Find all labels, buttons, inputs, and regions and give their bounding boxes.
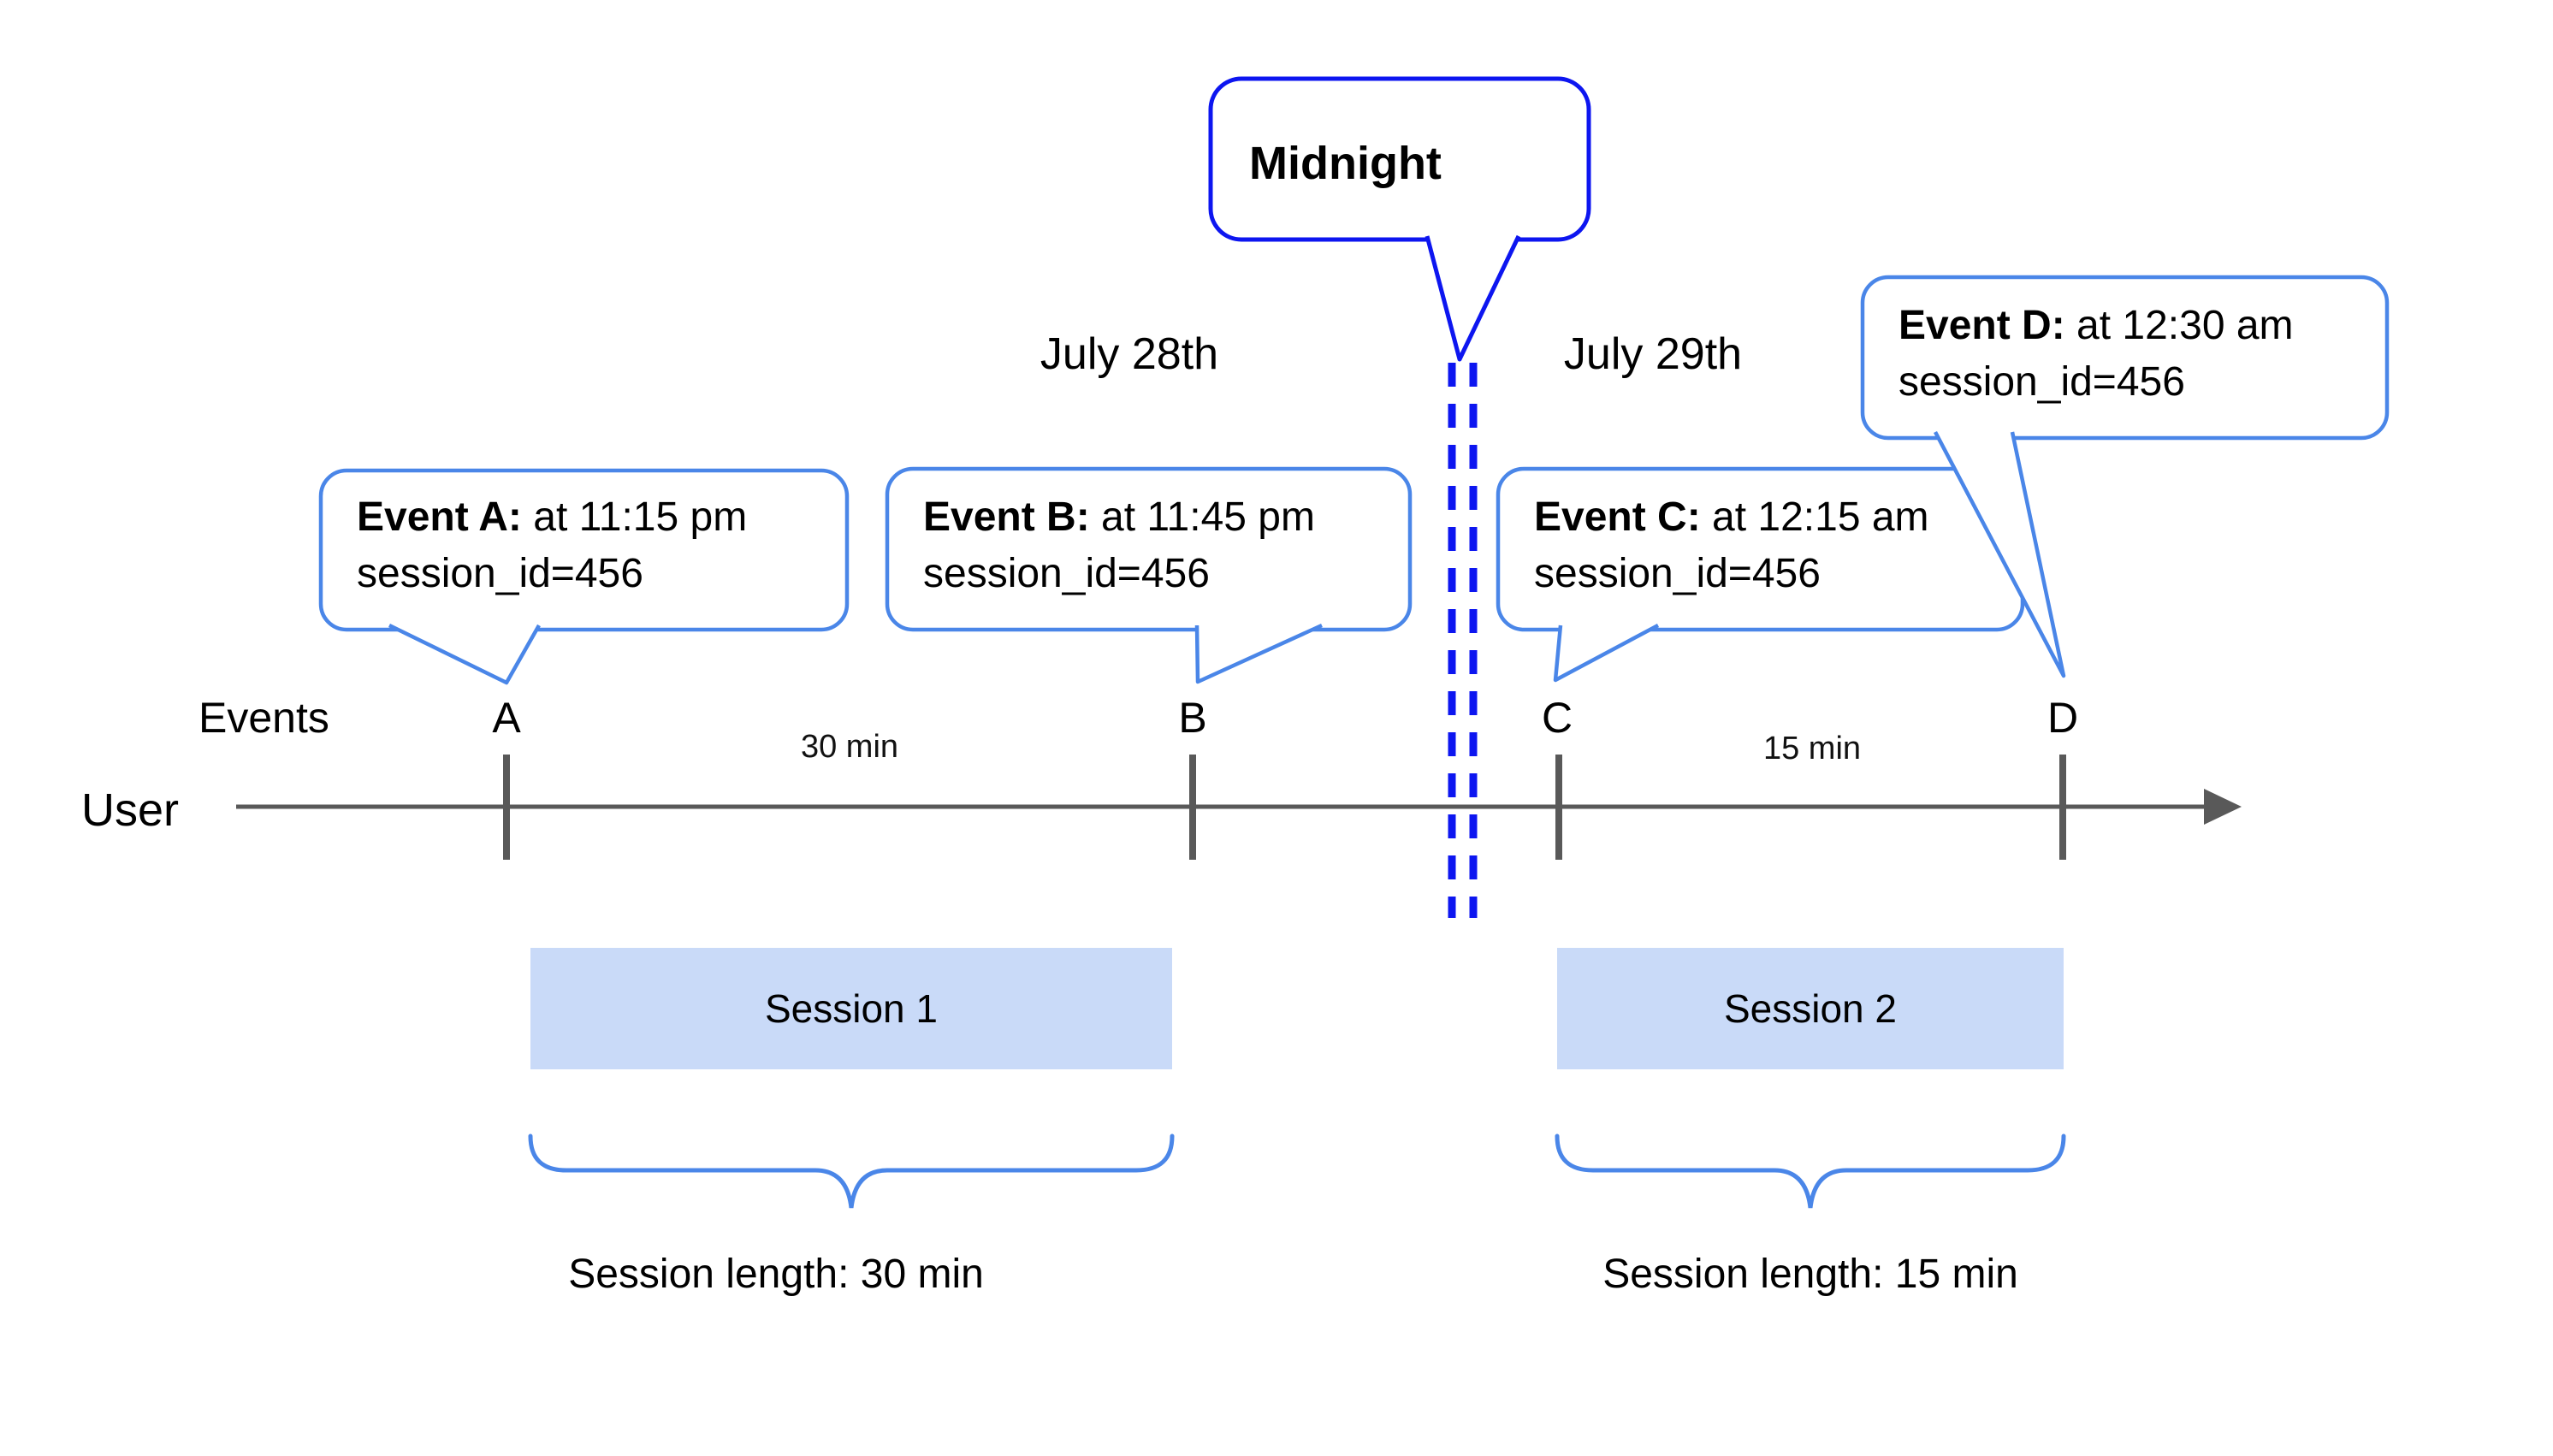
session-braces: [528, 1133, 2066, 1209]
arrowhead-icon: [2204, 789, 2242, 825]
event-b-callout-shape: [885, 466, 1413, 684]
event-b-time: at 11:45 pm: [1089, 494, 1315, 540]
user-axis-label: User: [81, 784, 180, 836]
tick-label-d: D: [2047, 694, 2079, 742]
session-2-label: Session 2: [1723, 986, 1897, 1031]
session-1-box: Session 1: [530, 948, 1172, 1069]
session-1-length-label: Session length: 30 min: [568, 1252, 984, 1297]
tick-label-b: B: [1178, 694, 1207, 742]
user-timeline-arrow: [236, 789, 2242, 825]
event-d-title: Event D:: [1898, 303, 2065, 348]
session-2-length-label: Session length: 15 min: [1602, 1252, 2018, 1297]
tick-label-a: A: [492, 694, 521, 742]
midnight-divider-dashed-lines: [1448, 363, 1478, 918]
event-d-callout-shape: [1860, 275, 2390, 678]
event-tick-marks: [503, 755, 2066, 860]
event-a-time: at 11:15 pm: [521, 494, 748, 540]
midnight-callout-shape: [1208, 76, 1591, 362]
event-a-title: Event A:: [357, 494, 522, 540]
session-1-label: Session 1: [764, 986, 938, 1031]
event-b-title: Event B:: [923, 494, 1090, 540]
brace-session-1: [528, 1133, 1175, 1209]
event-a-session-id: session_id=456: [357, 551, 643, 596]
event-b-session-id: session_id=456: [923, 551, 1210, 596]
event-d-session-id: session_id=456: [1898, 359, 2185, 405]
segment-15min-label: 15 min: [1762, 731, 1862, 766]
events-axis-label: Events: [198, 694, 329, 742]
event-c-session-id: session_id=456: [1534, 551, 1821, 596]
date-july-28: July 28th: [1040, 329, 1219, 379]
event-c-time: at 12:15 am: [1700, 494, 1929, 540]
event-a-callout-text: Event A: at 11:15 pm session_id=456: [357, 489, 747, 602]
event-c-callout-shape: [1496, 466, 2025, 683]
session-2-box: Session 2: [1557, 948, 2064, 1069]
event-d-callout-text: Event D: at 12:30 am session_id=456: [1898, 298, 2294, 411]
event-d-time: at 12:30 am: [2064, 303, 2294, 348]
event-c-callout-text: Event C: at 12:15 am session_id=456: [1534, 489, 1929, 602]
midnight-label: Midnight: [1249, 138, 1442, 189]
tick-label-c: C: [1541, 694, 1573, 742]
event-b-callout-text: Event B: at 11:45 pm session_id=456: [923, 489, 1315, 602]
segment-30min-label: 30 min: [800, 729, 899, 765]
event-c-title: Event C:: [1534, 494, 1701, 540]
date-july-29: July 29th: [1563, 329, 1743, 379]
event-a-callout-shape: [318, 468, 850, 685]
brace-session-2: [1555, 1133, 2066, 1209]
